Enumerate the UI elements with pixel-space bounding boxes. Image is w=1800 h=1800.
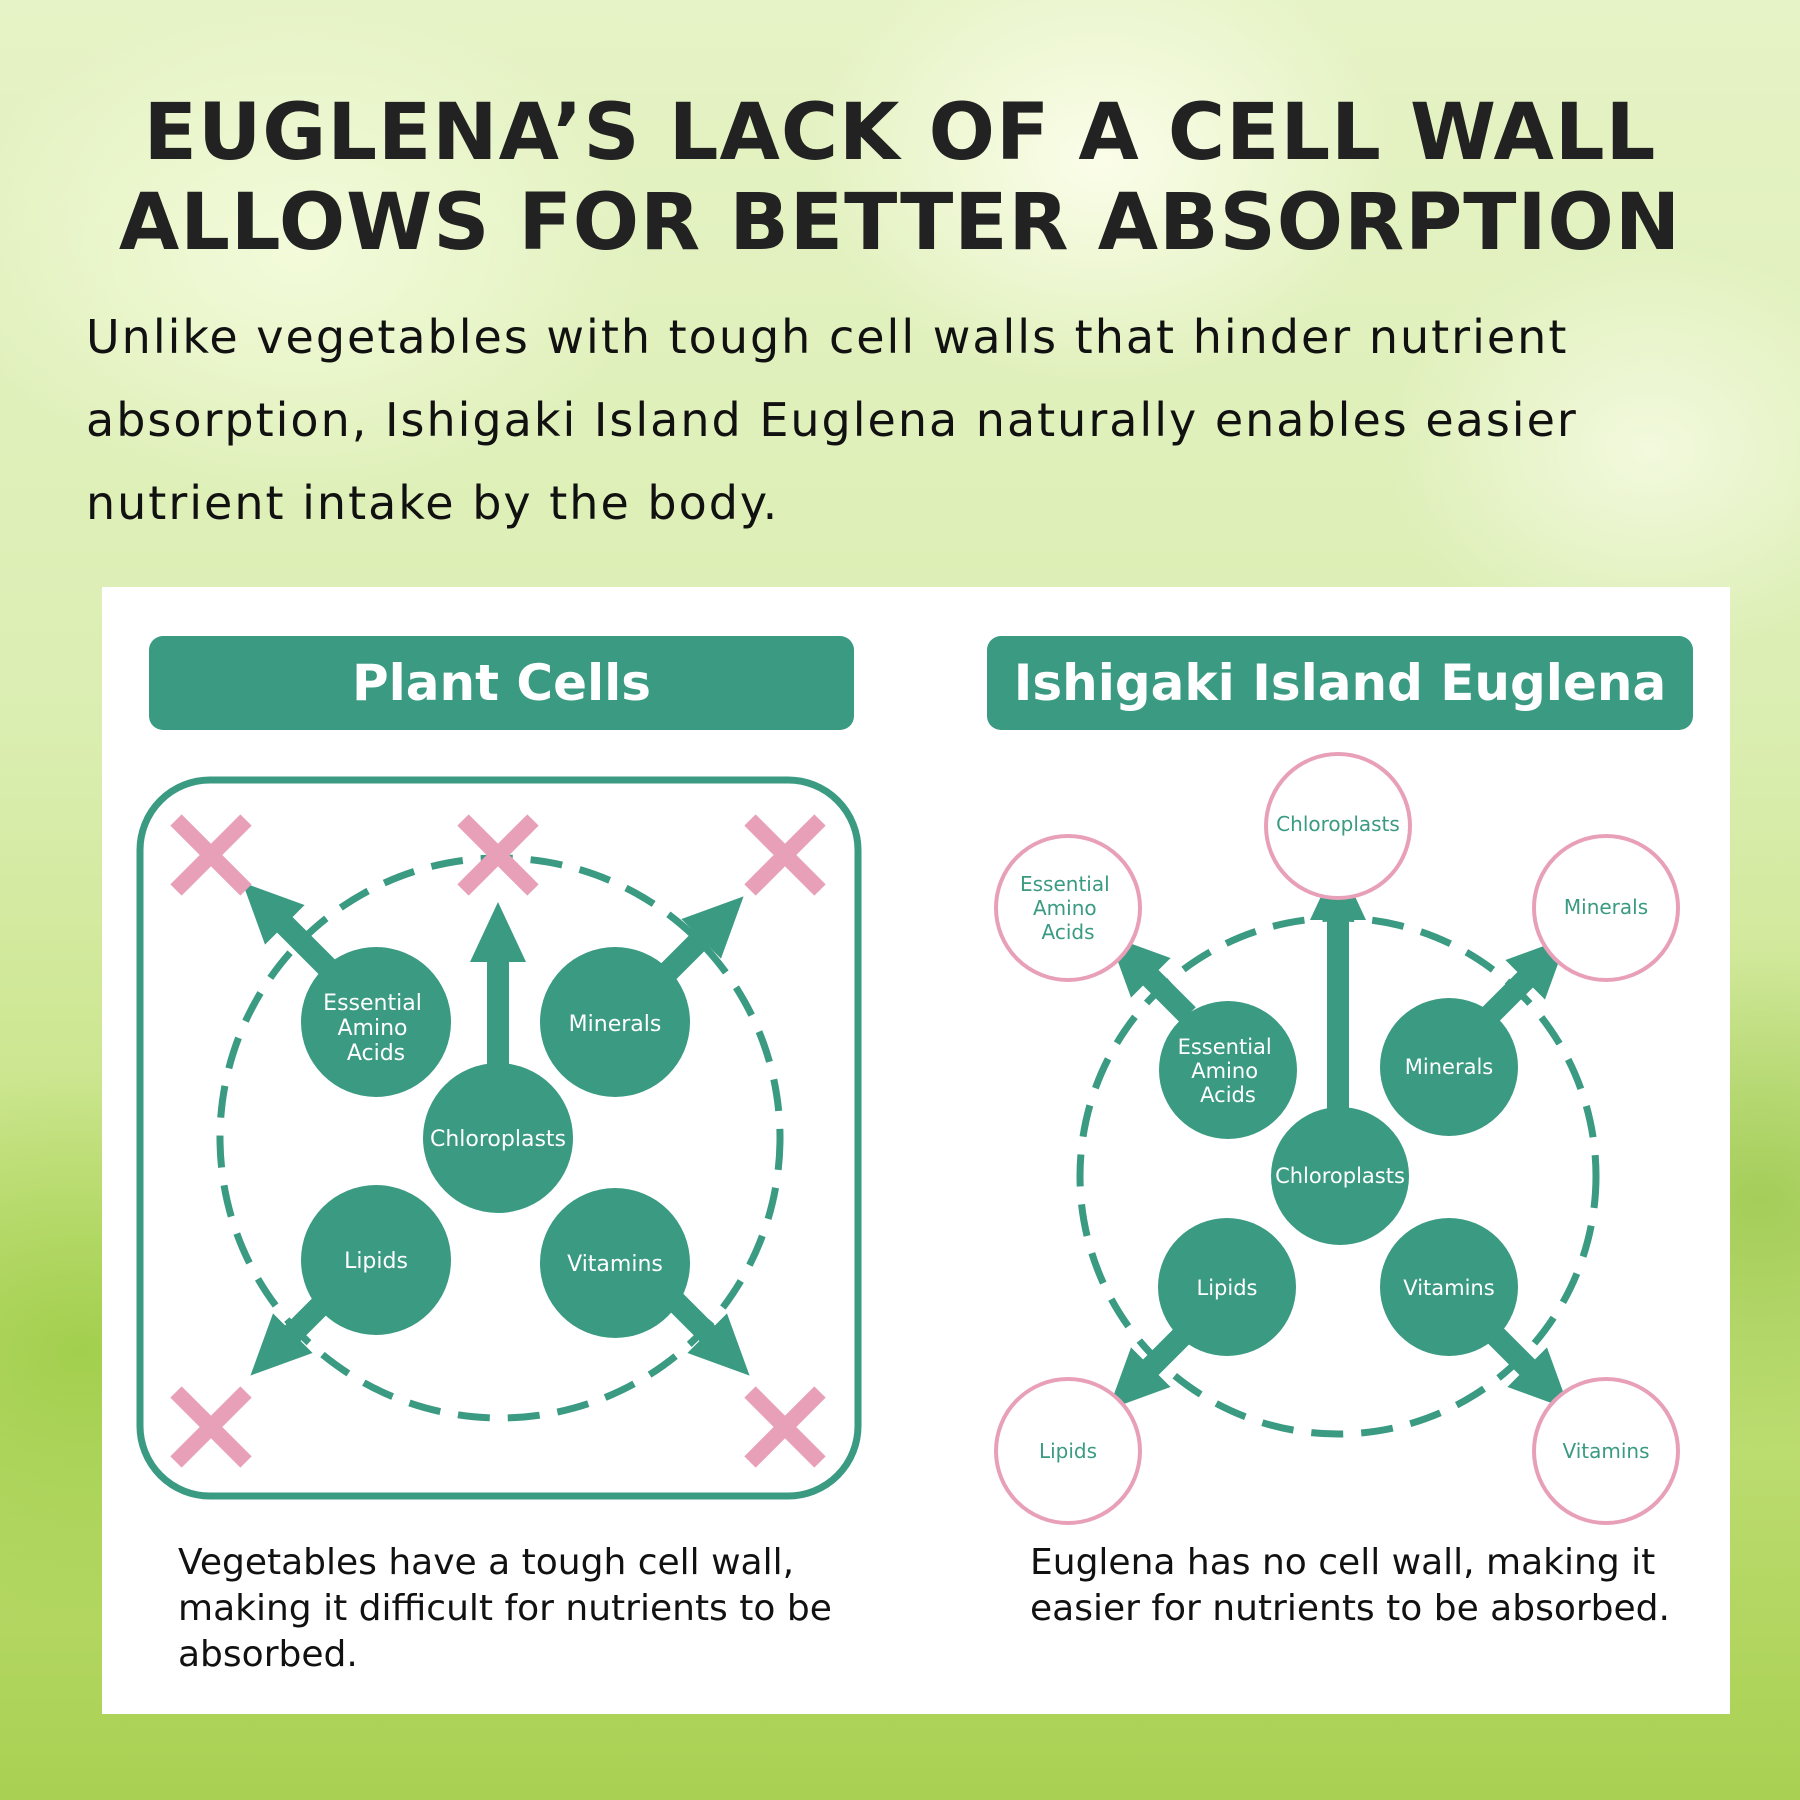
euglena-nutrient-lipids-label: Lipids <box>1197 1276 1258 1300</box>
euglena-absorbed-amino-circle <box>994 834 1142 982</box>
euglena-absorbed-amino-label: Essential Amino Acids <box>1020 872 1116 944</box>
plant-nutrient-amino-label: Essential Amino Acids <box>323 991 429 1066</box>
euglena-absorbed-lipids-circle <box>994 1377 1142 1525</box>
page-title-line-2: ALLOWS FOR BETTER ABSORPTION <box>118 178 1682 268</box>
page-title: EUGLENA’S LACK OF A CELL WALL ALLOWS FOR… <box>0 88 1800 268</box>
plant-cells-caption: Vegetables have a tough cell wall, makin… <box>178 1542 832 1675</box>
plant-nutrient-vitamins-label: Vitamins <box>567 1252 663 1277</box>
plant-nutrient-lipids-circle <box>301 1185 451 1335</box>
plant-cells-header: Plant Cells <box>149 636 854 730</box>
plant-block-mark-top-left-icon <box>170 814 252 896</box>
plant-nutrient-minerals-label: Minerals <box>569 1012 662 1037</box>
euglena-absorbed-chloroplasts-label: Chloroplasts <box>1276 812 1400 836</box>
plant-nutrient-minerals-circle <box>540 947 690 1097</box>
euglena-arrow-amino <box>1108 935 1196 1023</box>
euglena-diagram: Chloroplasts Essential Amino Acids Miner… <box>994 752 1680 1525</box>
euglena-nutrient-lipids-circle <box>1158 1218 1296 1356</box>
euglena-nutrient-chloroplasts-circle <box>1271 1107 1409 1245</box>
euglena-arrow-vitamins <box>1484 1324 1570 1410</box>
plant-nutrient-chloroplasts-label: Chloroplasts <box>430 1127 566 1152</box>
euglena-nutrient-vitamins-circle <box>1380 1218 1518 1356</box>
plant-block-mark-bottom-right-icon <box>744 1386 826 1468</box>
plant-block-mark-top-center-icon <box>457 814 539 896</box>
euglena-arrow-minerals <box>1482 937 1568 1023</box>
plant-nutrient-vitamins-circle <box>540 1188 690 1338</box>
page-title-line-1: EUGLENA’S LACK OF A CELL WALL <box>143 88 1657 178</box>
euglena-absorbed-minerals-label: Minerals <box>1564 895 1648 919</box>
plant-block-mark-top-right-icon <box>744 814 826 896</box>
plant-nutrient-chloroplasts-circle <box>423 1063 573 1213</box>
euglena-nutrient-amino-label: Essential Amino Acids <box>1178 1035 1279 1107</box>
euglena-nutrient-minerals-circle <box>1380 998 1518 1136</box>
plant-nutrient-lipids-label: Lipids <box>344 1249 408 1274</box>
euglena-nutrient-chloroplasts-label: Chloroplasts <box>1275 1164 1405 1188</box>
plant-cell-diagram: Essential Amino Acids Minerals Chloropla… <box>136 776 862 1500</box>
euglena-nutrient-vitamins-label: Vitamins <box>1403 1276 1494 1300</box>
euglena-absorbed-chloroplasts-circle <box>1264 752 1412 900</box>
plant-cell-wall <box>136 776 862 1500</box>
euglena-absorbed-vitamins-label: Vitamins <box>1562 1439 1649 1463</box>
euglena-absorbed-minerals-circle <box>1532 834 1680 982</box>
euglena-nutrient-amino-circle <box>1159 1001 1297 1139</box>
euglena-caption: Euglena has no cell wall, making it easi… <box>1030 1542 1670 1629</box>
comparison-panel <box>102 587 1730 1714</box>
plant-block-mark-bottom-left-icon <box>170 1386 252 1468</box>
euglena-header: Ishigaki Island Euglena <box>987 636 1693 730</box>
euglena-absorbed-lipids-label: Lipids <box>1039 1439 1097 1463</box>
intro-text: Unlike vegetables with tough cell walls … <box>86 310 1578 530</box>
euglena-absorbed-vitamins-circle <box>1532 1377 1680 1525</box>
plant-nutrient-amino-circle <box>301 947 451 1097</box>
euglena-nutrient-minerals-label: Minerals <box>1405 1055 1493 1079</box>
